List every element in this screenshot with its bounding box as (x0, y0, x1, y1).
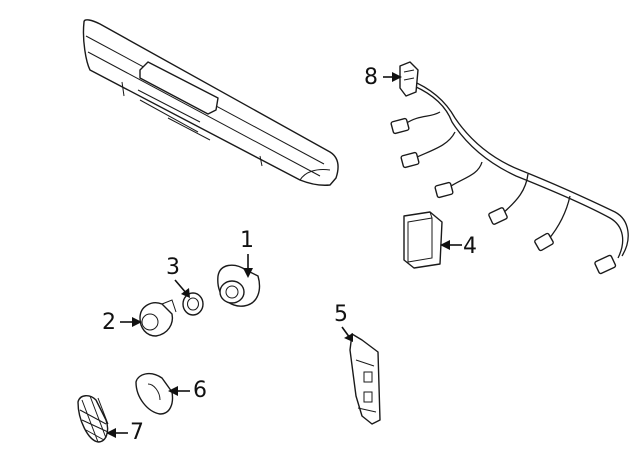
bracket[interactable] (349, 333, 381, 425)
control-module[interactable] (403, 211, 443, 269)
sensor-bezel[interactable] (139, 299, 177, 337)
callout-8: 8 (364, 65, 378, 90)
park-sensor[interactable] (217, 264, 261, 307)
sensor-cover[interactable] (77, 395, 109, 443)
retainer-ring[interactable] (182, 292, 204, 316)
callout-3: 3 (166, 255, 180, 280)
callout-1: 1 (240, 228, 254, 253)
bumper-reinforcement[interactable] (82, 19, 339, 186)
callout-2: 2 (102, 310, 116, 335)
harness-connector[interactable] (399, 61, 419, 97)
callout-7: 7 (130, 420, 144, 445)
sensor-holder[interactable] (135, 372, 174, 415)
wiring-harness[interactable] (390, 79, 629, 275)
callout-4: 4 (463, 234, 477, 259)
callout-5: 5 (334, 302, 348, 327)
callout-arrows (106, 72, 462, 438)
callout-6: 6 (193, 378, 207, 403)
